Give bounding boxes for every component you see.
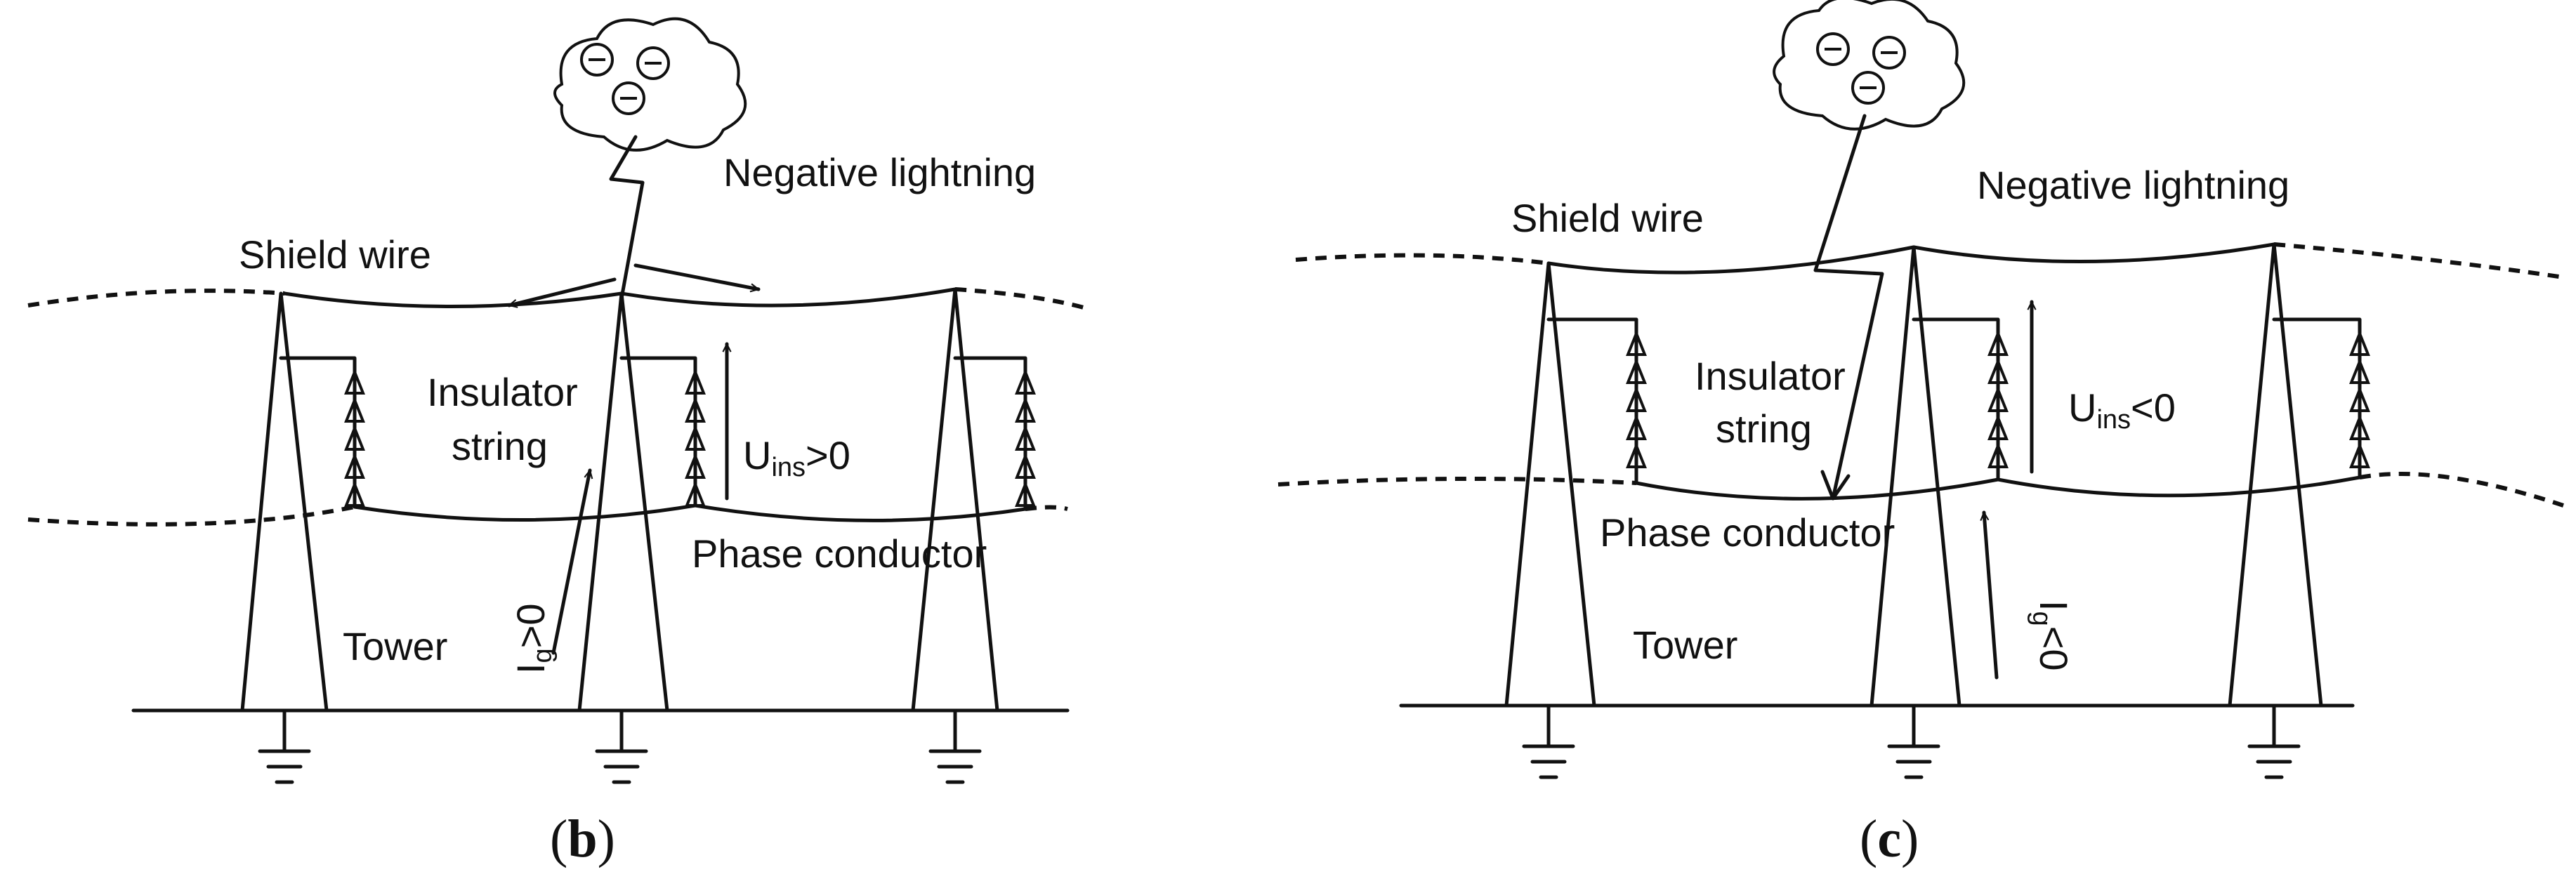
- current-subscript: g: [2027, 611, 2056, 626]
- lightning-label: Negative lightning: [723, 150, 1036, 194]
- phase-conductor-extension: [1025, 505, 1068, 511]
- shield-wire-extension: [2273, 242, 2564, 279]
- negative-charge-icon: [636, 46, 670, 80]
- phase-conductor-extension: [27, 505, 355, 527]
- ground-icon: [258, 708, 311, 784]
- caption-letter: c: [1877, 809, 1901, 868]
- shield-wire-extension: [1295, 253, 1549, 265]
- voltage-label: Uins>0: [743, 433, 850, 482]
- insulator-label: Insulator: [427, 370, 578, 414]
- transmission-tower: [577, 291, 706, 713]
- thundercloud-icon: [1773, 0, 1966, 131]
- shield-wire-extension: [954, 287, 1089, 311]
- panel-caption: (c): [1860, 809, 1919, 868]
- insulator-label: Insulator: [1695, 354, 1846, 398]
- ground-current-arrow: [1984, 510, 1999, 680]
- insulator-label: string: [452, 424, 548, 468]
- ground-current-arrow: [551, 468, 590, 655]
- phase-conductor-extension: [2359, 472, 2564, 508]
- voltage-symbol: U: [743, 433, 771, 477]
- current-symbol: I: [508, 663, 553, 674]
- phase-conductor-extension: [1277, 476, 1637, 487]
- negative-charge-icon: [1851, 71, 1885, 105]
- current-arrow: [507, 277, 617, 305]
- phase-conductor-label: Phase conductor: [692, 531, 987, 576]
- current-arrow: [633, 263, 761, 289]
- transmission-tower: [2228, 242, 2370, 708]
- ground-icon: [1522, 703, 1575, 779]
- shield-wire-extension: [27, 289, 285, 308]
- current-label: Ig<0: [2027, 600, 2076, 671]
- thundercloud-icon: [553, 17, 747, 152]
- negative-charge-icon: [1872, 36, 1906, 70]
- current-subscript: g: [528, 648, 558, 663]
- transmission-tower: [911, 287, 1036, 713]
- panel-caption: (b): [550, 809, 615, 868]
- panel-b: Negative lightning Shield wire Insulator…: [27, 17, 1089, 868]
- caption-letter: b: [567, 809, 597, 868]
- lightning-label: Negative lightning: [1977, 163, 2289, 207]
- ground-icon: [2247, 703, 2301, 779]
- transmission-tower: [1504, 261, 1647, 708]
- current-symbol: I: [2032, 600, 2076, 611]
- voltage-symbol: U: [2068, 385, 2096, 430]
- shield-wire-label: Shield wire: [239, 232, 431, 277]
- shield-wire-label: Shield wire: [1511, 196, 1704, 240]
- lightning-bolt: [609, 135, 645, 300]
- negative-charge-icon: [612, 81, 645, 115]
- transmission-tower: [1869, 245, 2009, 708]
- ground-icon: [1887, 703, 1940, 779]
- current-label: Ig>0: [508, 603, 558, 674]
- voltage-subscript: ins: [2096, 405, 2131, 435]
- tower-label: Tower: [343, 624, 447, 668]
- phase-conductor: [353, 503, 1027, 522]
- lightning-bolt: [1813, 114, 1884, 501]
- voltage-subscript: ins: [771, 453, 806, 482]
- negative-charge-icon: [580, 43, 614, 77]
- ground-icon: [928, 708, 982, 784]
- voltage-relation: >0: [806, 433, 850, 477]
- current-relation: <0: [2032, 626, 2076, 671]
- transmission-tower: [240, 291, 365, 713]
- panel-c: Negative lightning Shield wire Insulator…: [1277, 0, 2564, 868]
- voltage-relation: <0: [2131, 385, 2176, 430]
- insulator-label: string: [1716, 406, 1812, 451]
- tower-label: Tower: [1633, 623, 1737, 667]
- negative-charge-icon: [1816, 32, 1850, 66]
- current-relation: >0: [508, 603, 553, 648]
- voltage-label: Uins<0: [2068, 385, 2176, 435]
- ground-icon: [595, 708, 648, 784]
- phase-conductor-label: Phase conductor: [1600, 510, 1895, 555]
